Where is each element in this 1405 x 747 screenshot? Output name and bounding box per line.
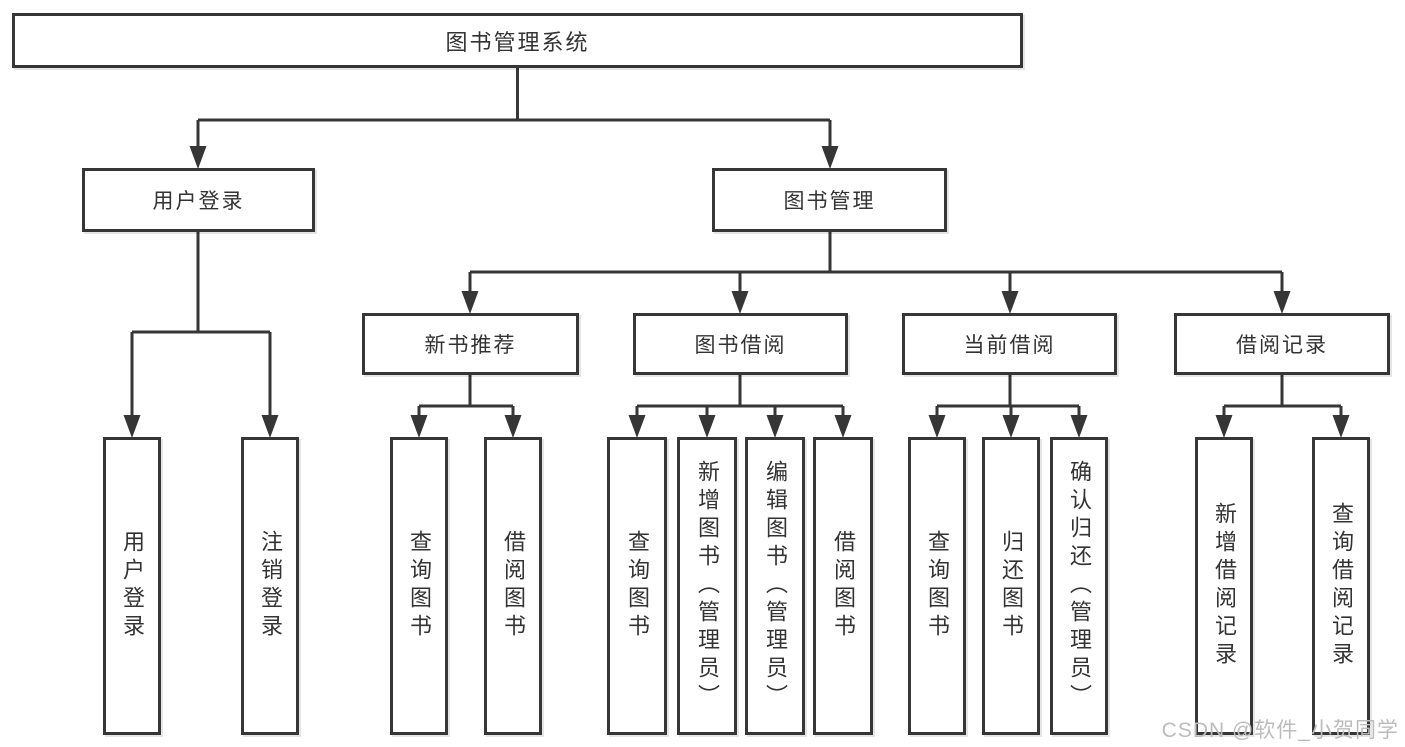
node-current-borrowing: 当前借阅	[902, 313, 1117, 375]
node-label: 借阅图书	[831, 530, 856, 642]
node-label: 借阅记录	[1236, 334, 1328, 357]
leaf-borrow-books: 借阅图书	[813, 437, 873, 735]
node-borrowing-records: 借阅记录	[1174, 313, 1390, 375]
node-book-management: 图书管理	[712, 168, 947, 232]
node-label: 图书借阅	[694, 334, 787, 357]
node-label: 查询借阅记录	[1329, 502, 1354, 670]
node-label: 借阅图书	[501, 530, 526, 642]
node-label: 注销登录	[258, 530, 283, 642]
node-label: 用户登录	[152, 190, 245, 213]
leaf-query-borrow-record: 查询借阅记录	[1312, 437, 1370, 735]
leaf-query-books-borrow: 查询图书	[607, 437, 667, 735]
leaf-add-borrow-record: 新增借阅记录	[1195, 437, 1253, 735]
arrowheads	[123, 146, 1350, 438]
leaf-logout: 注销登录	[241, 437, 299, 735]
node-label: 新书推荐	[424, 334, 517, 357]
node-label: 编辑图书（管理员）	[763, 460, 788, 712]
node-new-book-recommendation: 新书推荐	[362, 313, 579, 375]
node-label: 新增借阅记录	[1212, 502, 1237, 670]
node-label: 查询图书	[925, 530, 950, 642]
node-book-borrowing: 图书借阅	[633, 313, 848, 375]
node-label: 查询图书	[407, 530, 432, 642]
leaf-query-books-current: 查询图书	[908, 437, 966, 735]
leaf-query-books-recommend: 查询图书	[390, 437, 448, 735]
node-label: 新增图书（管理员）	[695, 460, 720, 712]
node-label: 用户登录	[120, 530, 145, 642]
leaf-add-book-admin: 新增图书（管理员）	[677, 437, 737, 735]
node-label: 当前借阅	[963, 334, 1056, 357]
leaf-user-login: 用户登录	[103, 437, 161, 735]
node-label: 图书管理系统	[445, 29, 590, 55]
node-label: 图书管理	[783, 190, 876, 213]
node-label: 查询图书	[625, 530, 650, 642]
node-user-login: 用户登录	[82, 168, 315, 232]
watermark: CSDN @软件_小贺同学	[1161, 719, 1399, 742]
leaf-borrow-books-recommend: 借阅图书	[484, 437, 542, 735]
node-library-management-system: 图书管理系统	[12, 13, 1023, 68]
leaf-confirm-return-admin: 确认归还（管理员）	[1050, 437, 1108, 735]
leaf-edit-book-admin: 编辑图书（管理员）	[745, 437, 805, 735]
node-label: 归还图书	[999, 530, 1024, 642]
leaf-return-book: 归还图书	[982, 437, 1040, 735]
node-label: 确认归还（管理员）	[1067, 460, 1092, 712]
